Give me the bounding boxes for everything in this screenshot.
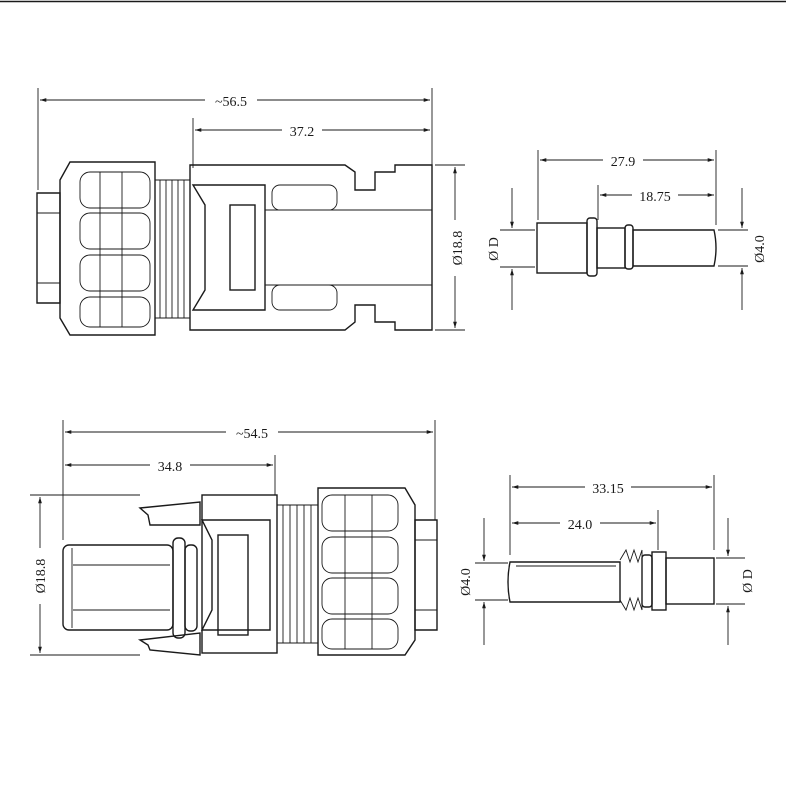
- dimension-socket-partial-length: 24.0: [568, 518, 593, 533]
- top-pin: 27.9 18.75 Ø D Ø4.0: [487, 150, 768, 310]
- dimension-body-length: 37.2: [290, 125, 315, 140]
- dimension-pin-diameter: Ø4.0: [753, 235, 768, 263]
- dimension-pin-length: 27.9: [611, 155, 636, 170]
- dimension-overall-length-bottom: ~54.5: [236, 427, 268, 442]
- bottom-socket: 33.15 24.0 Ø4.0 Ø D: [459, 475, 756, 645]
- dimension-overall-length: ~56.5: [215, 95, 247, 110]
- dimension-d-diameter: Ø D: [487, 237, 502, 261]
- dimension-diameter-bottom: Ø18.8: [34, 559, 49, 594]
- dimension-socket-diameter: Ø4.0: [459, 568, 474, 596]
- top-connector: ~56.5 37.2 Ø18.8: [36, 88, 466, 336]
- bottom-connector: ~54.5 34.8 Ø18.8: [30, 420, 438, 656]
- dimension-socket-d-diameter: Ø D: [741, 569, 756, 593]
- dimension-pin-partial-length: 18.75: [639, 190, 671, 205]
- dimension-diameter: Ø18.8: [451, 231, 466, 266]
- dimension-socket-length: 33.15: [592, 482, 624, 497]
- dimension-pin-length-bottom: 34.8: [158, 460, 183, 475]
